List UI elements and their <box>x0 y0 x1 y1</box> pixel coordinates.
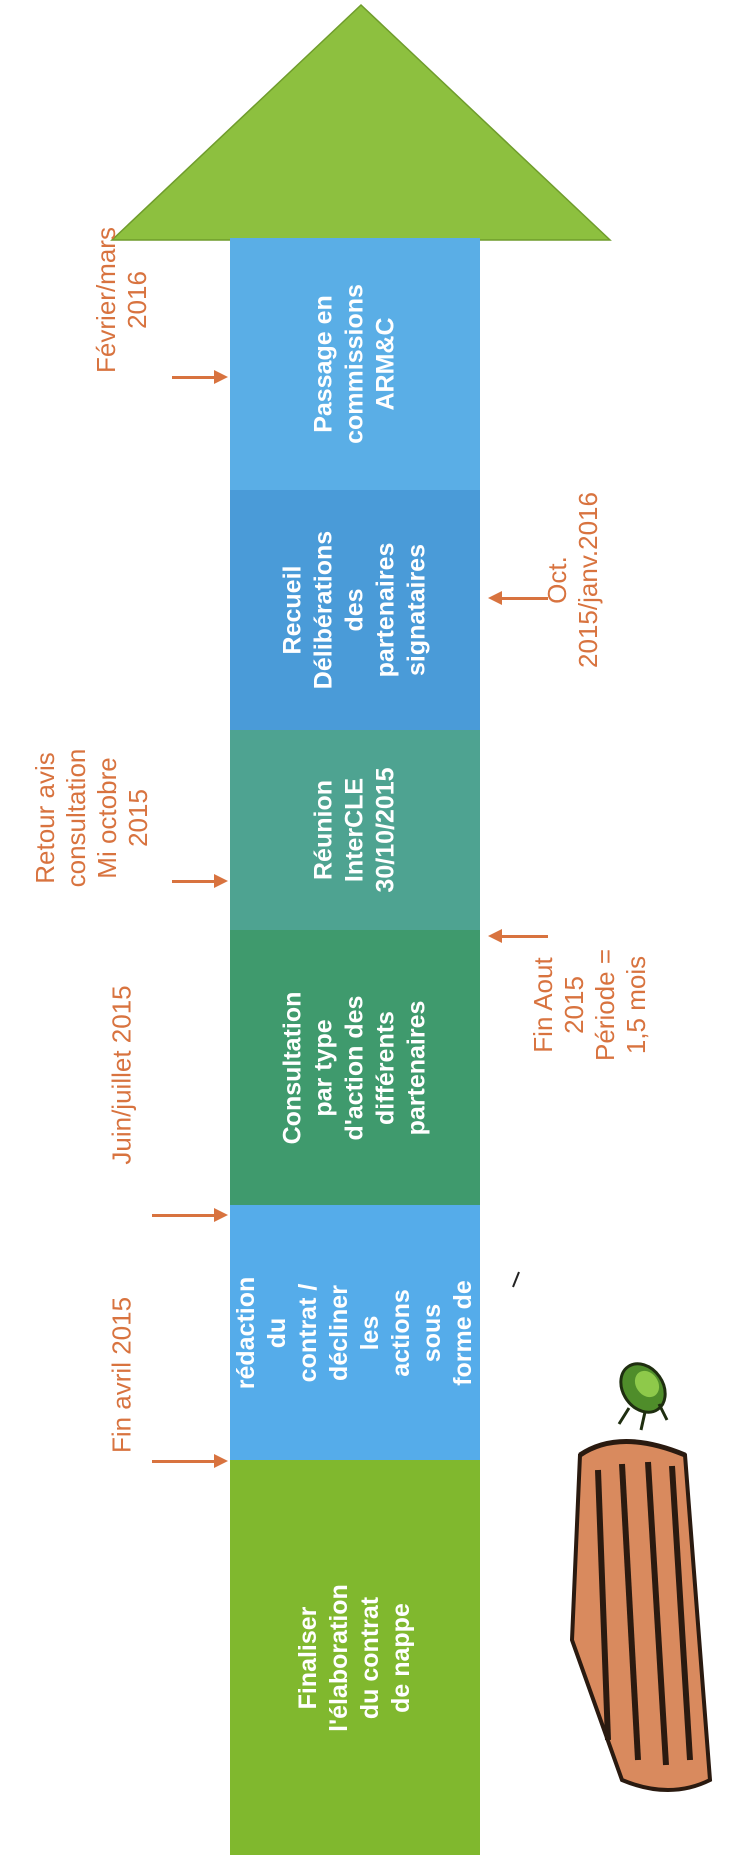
segment-reunion-intercle: Réunion InterCLE 30/10/2015 <box>230 730 480 930</box>
segment-label: Finaliser l'élaboration du contrat de na… <box>294 1583 415 1732</box>
arrow-oct-janv <box>488 591 548 605</box>
segment-label: Recueil Délibérations des partenaires si… <box>278 530 431 690</box>
arrow-retour-avis <box>172 874 228 888</box>
arrow-fevrier <box>172 370 228 384</box>
arrowhead <box>110 3 612 241</box>
annotation-retour-avis: Retour avis consultation Mi octobre 2015 <box>30 748 153 888</box>
annotation-fevrier-mars-2016: Février/mars 2016 <box>91 227 152 373</box>
segment-mise-en-forme: Mise en forme : rédaction du contrat / d… <box>170 1205 539 1460</box>
arrow-aout <box>488 929 548 943</box>
decorative-clipart <box>569 1362 713 1792</box>
segment-label: Mise en forme : rédaction du contrat / d… <box>170 1276 539 1389</box>
arrow-avril <box>152 1454 228 1468</box>
segment-passage-commissions: Passage en commissions ARM&C <box>230 238 480 490</box>
segment-label: Réunion InterCLE 30/10/2015 <box>309 767 400 893</box>
annotation-fin-avril-2015: Fin avril 2015 <box>106 1296 137 1454</box>
segment-label: Passage en commissions ARM&C <box>309 284 400 444</box>
segment-label: Consultation par type d'action des diffé… <box>278 991 431 1144</box>
segment-recueil-deliberations: Recueil Délibérations des partenaires si… <box>230 490 480 730</box>
segment-finaliser: Finaliser l'élaboration du contrat de na… <box>230 1460 480 1855</box>
annotation-juin-juillet-2015: Juin/juillet 2015 <box>106 985 137 1165</box>
stray-mark <box>512 1271 520 1288</box>
segment-consultation: Consultation par type d'action des diffé… <box>230 930 480 1205</box>
arrow-juin <box>152 1208 228 1222</box>
annotation-fin-aout-2015: Fin Aout 2015 Période = 1,5 mois <box>528 948 651 1062</box>
annotation-oct-2015-janv-2016: Oct. 2015/janv.2016 <box>542 492 603 668</box>
